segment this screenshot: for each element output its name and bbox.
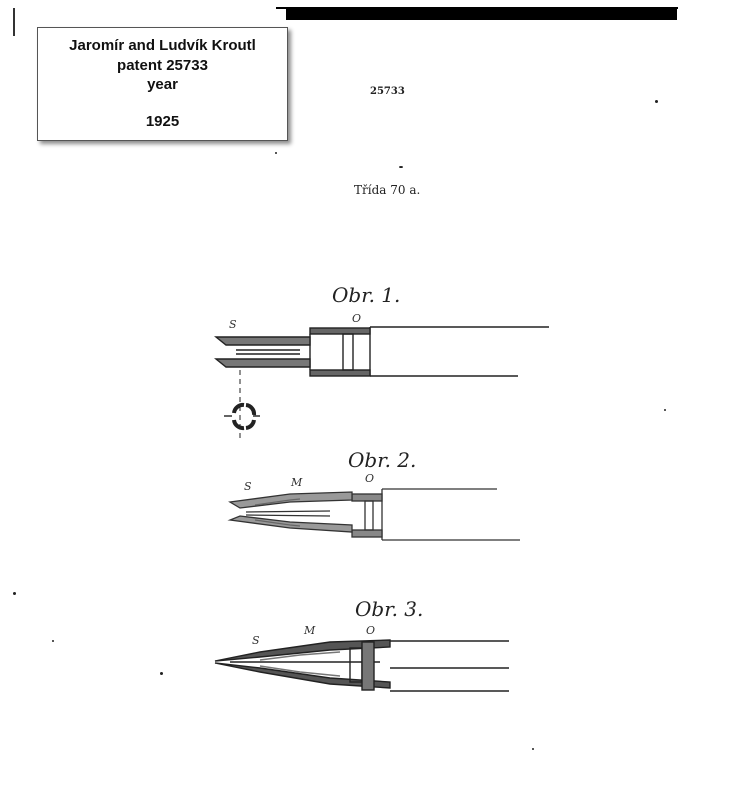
scan-speck [275, 152, 277, 154]
figure-1-label-o: O [352, 312, 362, 325]
figure-2-title: Obr. 2. [348, 448, 417, 472]
figure-3-label-o: O [366, 624, 376, 637]
scan-speck [13, 592, 16, 595]
scan-top-bar [286, 7, 677, 20]
scan-speck [52, 640, 54, 642]
scan-speck [160, 672, 163, 675]
figure-2-drawing [227, 488, 520, 541]
scan-speck [399, 166, 403, 168]
patent-line: patent 25733 [117, 57, 208, 74]
scan-left-edge [13, 8, 15, 36]
scan-speck [532, 748, 534, 750]
scan-speck [655, 100, 658, 103]
inventors-line: Jaromír and Ludvík Kroutl [69, 37, 256, 54]
patent-number: 25733 [370, 86, 405, 97]
figure-2-label-s: S [244, 480, 252, 493]
figure-3-title: Obr. 3. [355, 597, 424, 621]
figure-2-label-o: O [365, 472, 375, 485]
figure-2-label-m: M [291, 476, 303, 489]
figure-1-label-s: S [229, 318, 237, 331]
figure-3-label-m: M [304, 624, 316, 637]
scan-speck [664, 409, 666, 411]
figure-1-drawing [214, 326, 549, 438]
figure-3-label-s: S [252, 634, 260, 647]
patent-info-box: Jaromír and Ludvík Kroutl patent 25733 y… [37, 27, 288, 141]
figure-1-title: Obr. 1. [332, 283, 401, 307]
figure-3-drawing [214, 639, 509, 692]
patent-class: Třída 70 a. [354, 183, 421, 197]
year-label-line: year [147, 76, 178, 93]
year-value-line: 1925 [145, 113, 180, 130]
